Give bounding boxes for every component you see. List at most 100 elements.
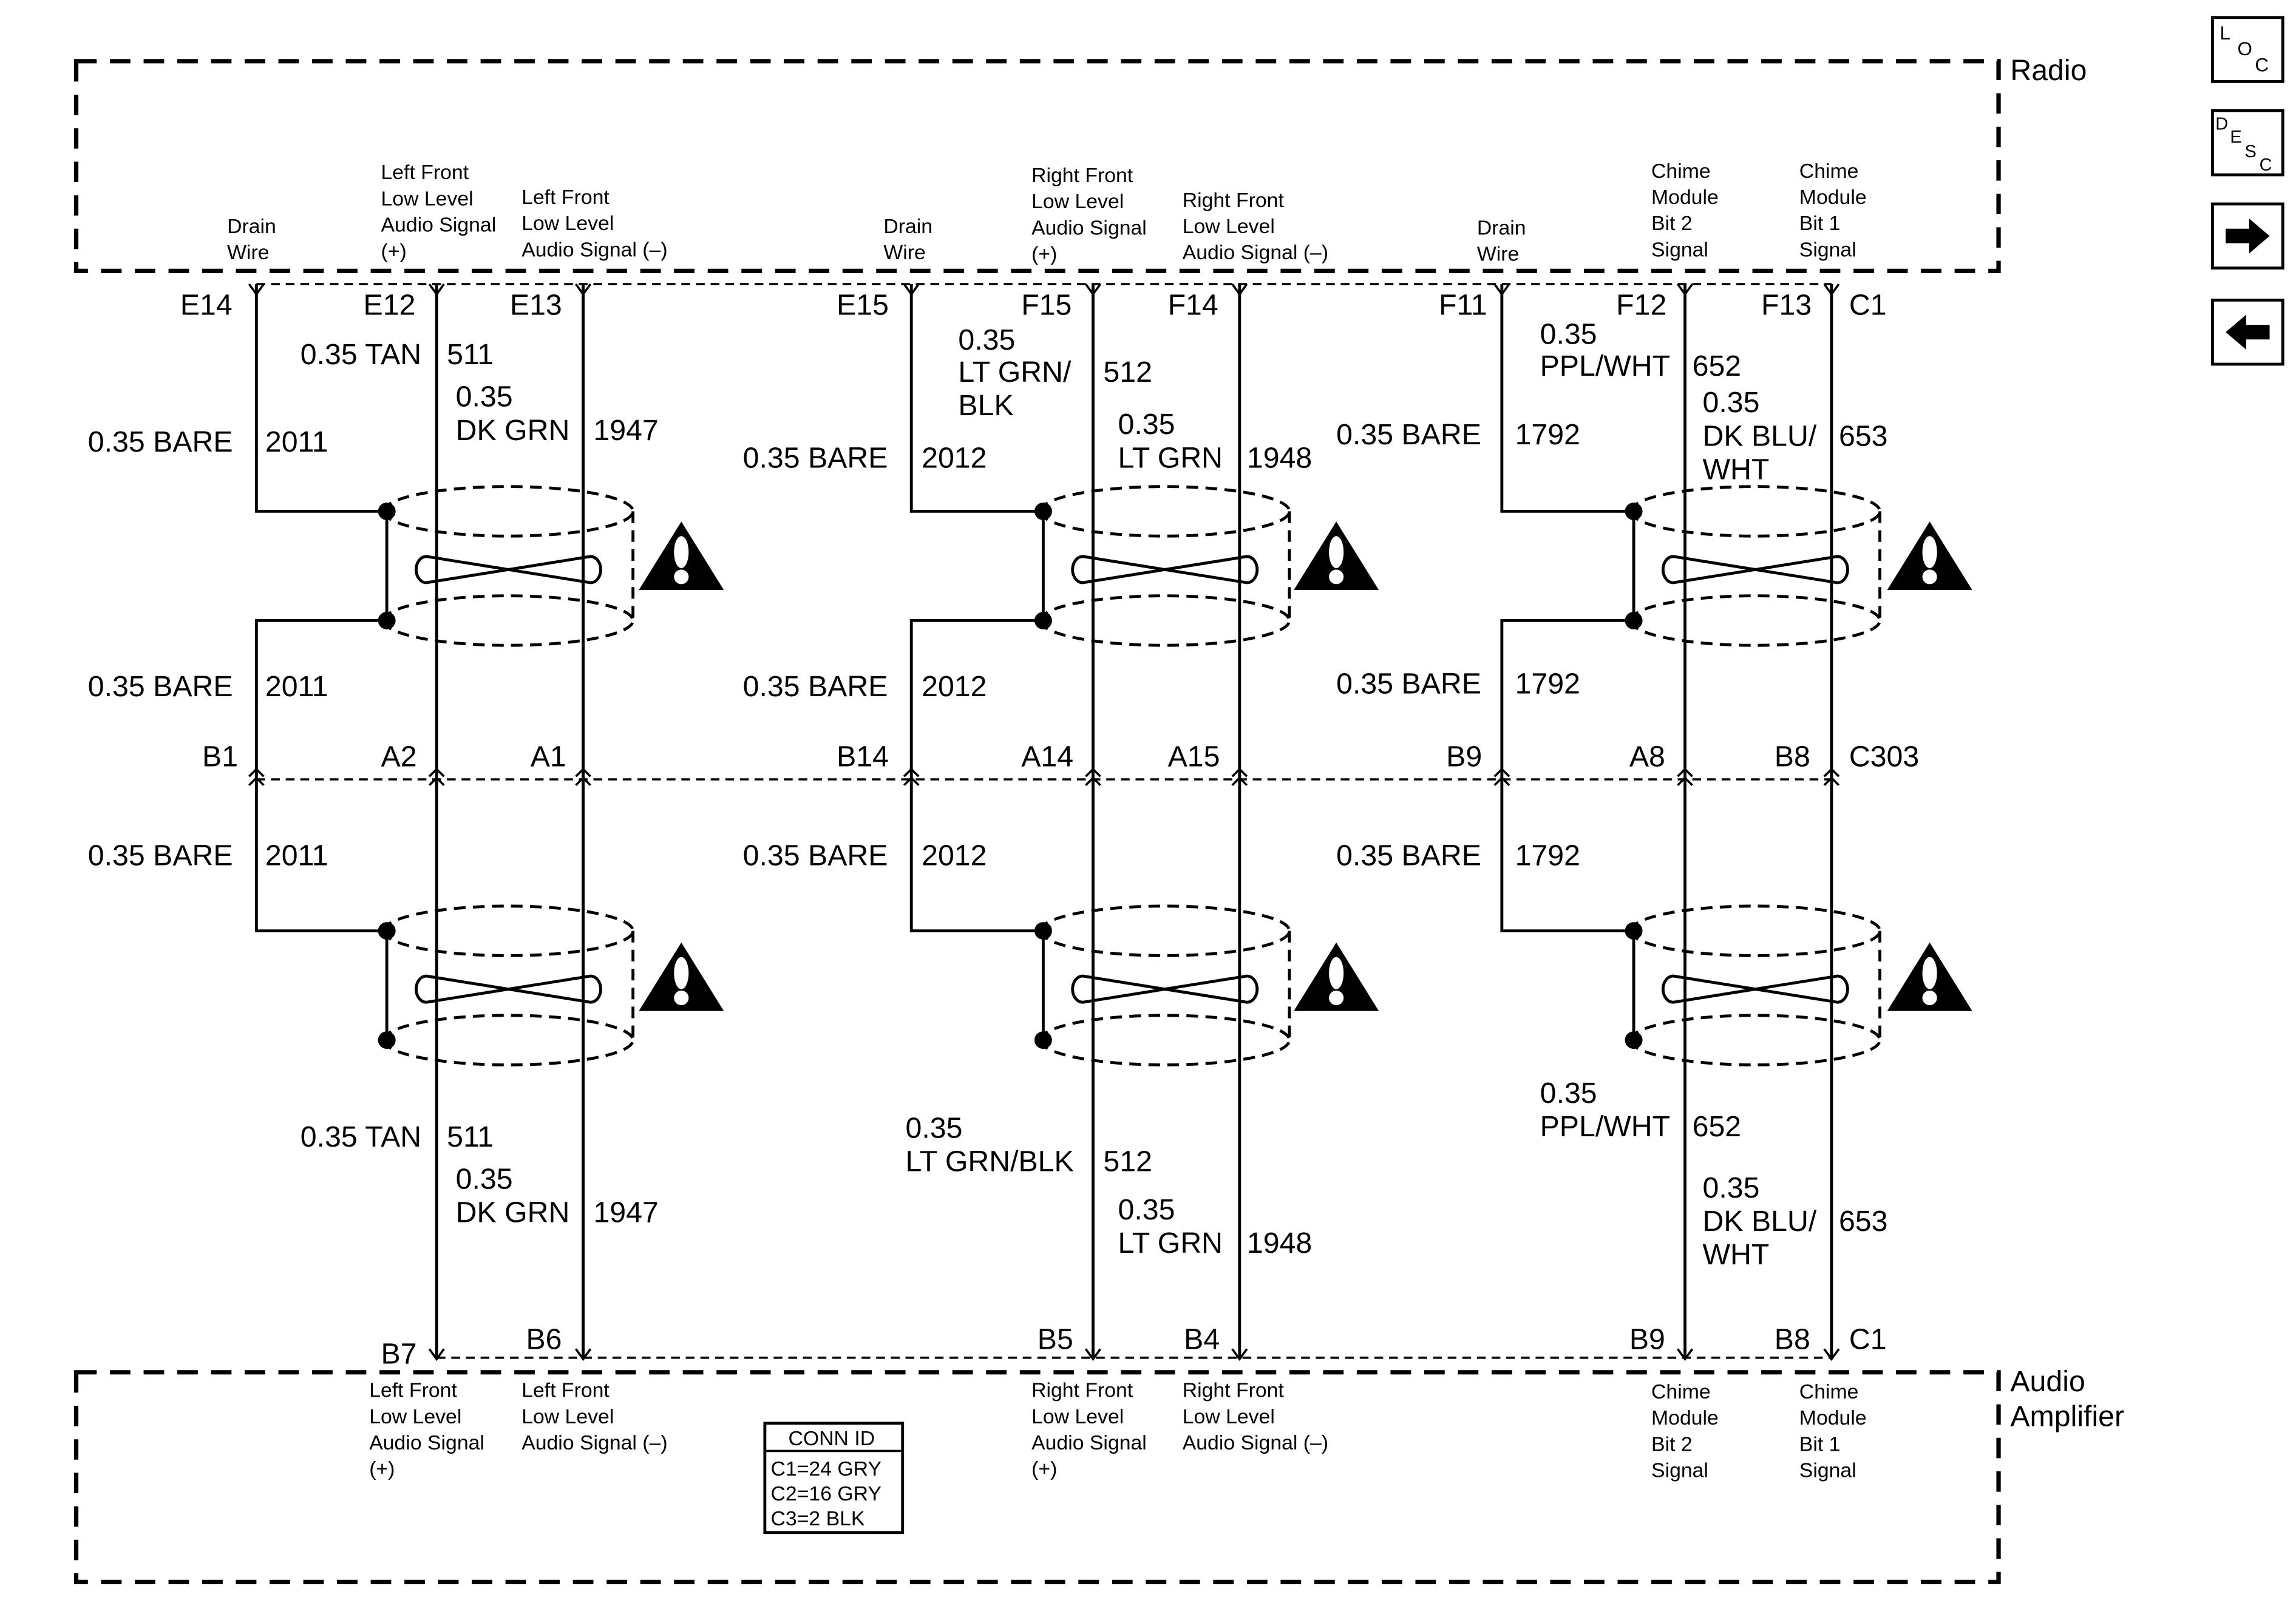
pin-id: B4 — [1184, 1323, 1220, 1356]
pin-id: A14 — [1021, 741, 1073, 773]
arrow-right-icon — [2226, 219, 2270, 254]
loc-button[interactable]: L O C — [2211, 16, 2284, 83]
warning-icon-rf-lower — [1294, 942, 1379, 1011]
desc-button[interactable]: D E S C — [2211, 109, 2284, 177]
wire-color: LT GRN/BLK — [906, 1145, 1074, 1178]
wire-color: LT GRN/ — [958, 356, 1072, 388]
twisted-pair-shield-lf-upper — [384, 487, 633, 646]
wire-color: 0.35 TAN — [301, 338, 421, 371]
pin-id: E14 — [180, 289, 233, 322]
radio-pin-ids: E14 E12 E13 E15 F15 F14 F11 F12 F13 C1 — [180, 289, 1887, 322]
wire-color: 0.35 — [1540, 1077, 1597, 1110]
back-arrow-button[interactable] — [2211, 298, 2284, 366]
circuit-number: 2011 — [265, 670, 328, 703]
wire-color: DK GRN — [456, 1196, 570, 1229]
wire-color: BLK — [958, 389, 1013, 422]
circuit-number: 1792 — [1515, 418, 1580, 451]
pin-id: B8 — [1775, 741, 1810, 773]
wire-color: WHT — [1703, 1238, 1770, 1271]
circuit-number: 2011 — [265, 425, 328, 458]
mid-wire-labels: 0.35 BARE 2011 0.35 BARE 2012 0.35 BARE … — [88, 668, 1580, 703]
circuit-number: 2012 — [922, 670, 987, 703]
svg-text:C: C — [2255, 55, 2269, 76]
wire-color: 0.35 — [958, 324, 1015, 356]
circuit-number: 512 — [1103, 356, 1152, 388]
wire-color: WHT — [1703, 453, 1770, 486]
wire-color: 0.35 — [1703, 386, 1760, 419]
wire-color: 0.35 BARE — [88, 839, 233, 872]
wire-color: 0.35 — [456, 381, 513, 413]
wire-color: LT GRN — [1118, 442, 1223, 475]
svg-text:L: L — [2220, 22, 2230, 44]
wire-color: 0.35 BARE — [88, 670, 233, 703]
circuit-number: 2012 — [922, 442, 987, 475]
arrow-left-icon — [2226, 314, 2270, 350]
wire-color: PPL/WHT — [1540, 350, 1671, 382]
wire-color: 0.35 — [1703, 1171, 1760, 1204]
splice-dots — [378, 503, 1643, 1049]
conn-id-table: CONN ID C1=24 GRY C2=16 GRY C3=2 BLK — [763, 1422, 905, 1534]
conn-id-row: C3=2 BLK — [771, 1508, 865, 1530]
pin-id: B5 — [1038, 1323, 1073, 1356]
pin-id: E13 — [510, 289, 562, 322]
pin-id: B14 — [837, 741, 889, 773]
conn-id-row: C2=16 GRY — [771, 1483, 881, 1505]
pin-id: A8 — [1629, 741, 1665, 773]
circuit-number: 511 — [447, 338, 494, 371]
pin-id: F11 — [1439, 289, 1487, 322]
pin-id: B9 — [1629, 1323, 1665, 1356]
wire-color: 0.35 BARE — [1336, 418, 1481, 451]
pin-id: A15 — [1168, 741, 1220, 773]
pin-id: F13 — [1761, 289, 1812, 322]
wire-color: DK BLU/ — [1703, 1205, 1817, 1238]
forward-arrow-button[interactable] — [2211, 202, 2284, 270]
pin-id: F12 — [1616, 289, 1666, 322]
wire-color: 0.35 — [906, 1112, 963, 1145]
warning-icon-rf-upper — [1294, 521, 1379, 590]
svg-text:O: O — [2237, 38, 2252, 59]
circuit-number: 1792 — [1515, 668, 1580, 700]
lower-wire-labels: 0.35 BARE 2011 0.35 BARE 2012 0.35 BARE … — [88, 839, 1888, 1271]
twisted-pair-shield-chime-upper — [1631, 487, 1880, 646]
circuit-number: 1948 — [1247, 442, 1312, 475]
drain-wires — [254, 284, 1635, 1040]
pin-id: E12 — [364, 289, 416, 322]
pin-id: A2 — [381, 741, 417, 773]
twisted-pair-shield-rf-lower — [1041, 906, 1289, 1065]
upper-wire-labels: 0.35 BARE 2011 0.35 TAN 511 0.35 DK GRN … — [88, 318, 1888, 486]
warning-icon-lf-lower — [639, 942, 724, 1011]
wire-color: DK GRN — [456, 414, 570, 447]
twisted-pair-shield-rf-upper — [1041, 487, 1289, 646]
wire-color: LT GRN — [1118, 1227, 1223, 1259]
radio-component-box — [73, 59, 2001, 273]
svg-text:E: E — [2230, 127, 2241, 147]
wire-color: 0.35 BARE — [743, 839, 888, 872]
signal-wires — [435, 284, 1833, 1358]
wire-color: PPL/WHT — [1540, 1110, 1671, 1143]
twisted-pair-shield-lf-lower — [384, 906, 633, 1065]
pin-id: E15 — [837, 289, 889, 322]
pin-id: B6 — [526, 1323, 562, 1356]
wire-color: 0.35 — [1118, 408, 1175, 441]
svg-text:S: S — [2245, 142, 2257, 161]
circuit-number: 653 — [1839, 420, 1888, 453]
pin-id: B7 — [381, 1338, 417, 1371]
wire-color: 0.35 BARE — [88, 425, 233, 458]
audio-amplifier-box — [73, 1370, 2001, 1584]
circuit-number: 653 — [1839, 1205, 1888, 1238]
audio-amplifier-label-line2: Amplifier — [2010, 1400, 2124, 1433]
pin-id: B9 — [1446, 741, 1482, 773]
circuit-number: 1792 — [1515, 839, 1580, 872]
circuit-number: 1947 — [593, 1196, 658, 1229]
